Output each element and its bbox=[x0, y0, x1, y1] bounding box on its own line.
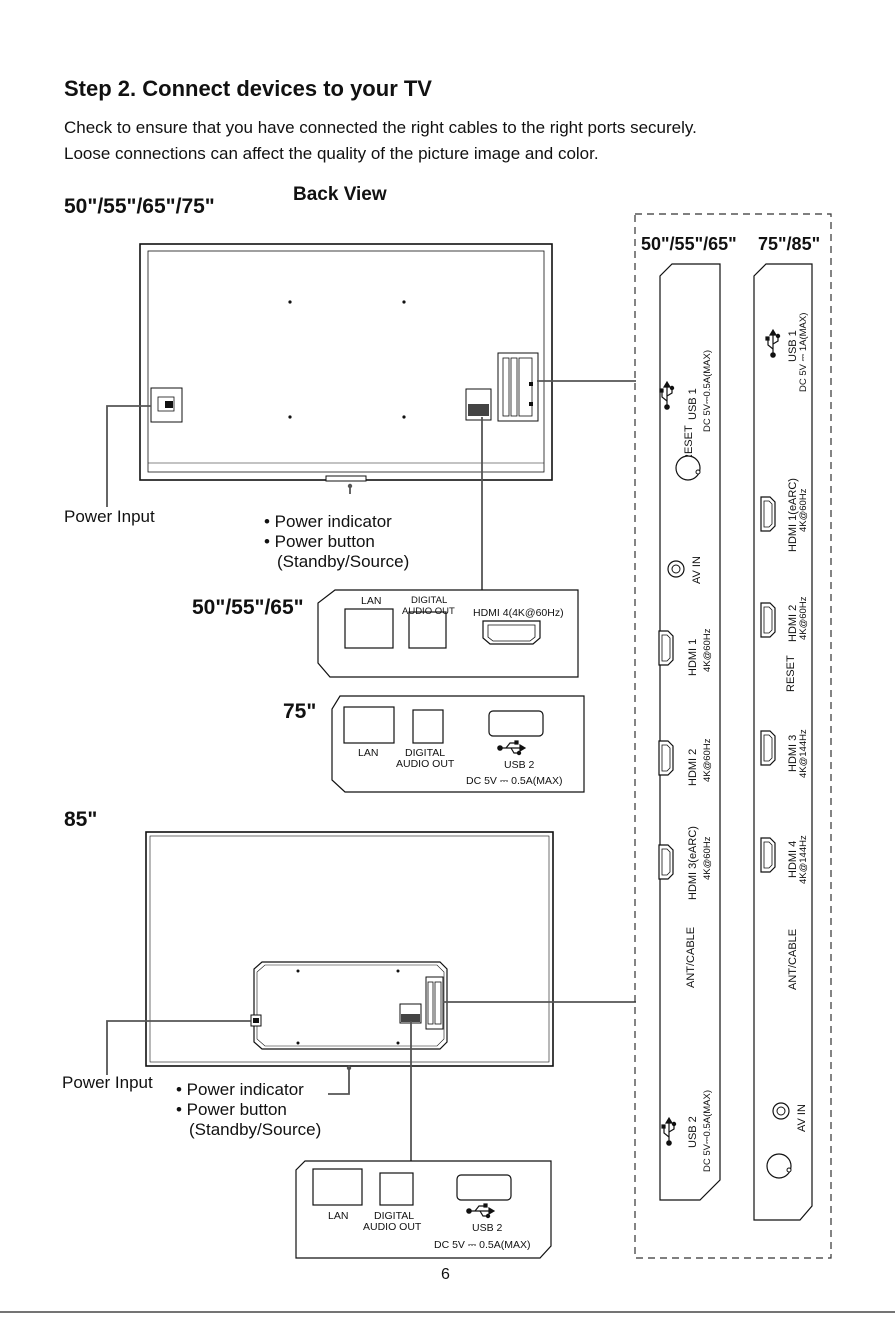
p1-hdmi4-label: HDMI 4(4K@60Hz) bbox=[473, 607, 564, 619]
power-input-label-85: Power Input bbox=[62, 1073, 153, 1092]
side-a-hdmi1-label: HDMI 1 bbox=[687, 639, 699, 676]
side-a-av-in-label: AV IN bbox=[691, 556, 703, 584]
side-a-usb1-label: USB 1 bbox=[687, 388, 699, 420]
side-a-usb2-power-label: DC 5V⎓0.5A(MAX) bbox=[702, 1090, 713, 1172]
leader-lines-bottom bbox=[106, 1001, 636, 1162]
tv-back-50-75 bbox=[139, 243, 553, 482]
side-a-usb1-power-label: DC 5V⎓0.5A(MAX) bbox=[702, 350, 713, 432]
p2-usb-power-label: DC 5V ⎓ 0.5A(MAX) bbox=[466, 775, 563, 787]
side-b-usb1-power-label: DC 5V ⎓ 1A(MAX) bbox=[798, 313, 809, 392]
side-b-hdmi3-spec: 4K@144Hz bbox=[798, 729, 809, 778]
side-a-hdmi1-spec: 4K@60Hz bbox=[702, 628, 713, 672]
top-size-label: 50"/55"/65"/75" bbox=[64, 195, 215, 218]
standby-source-label-85: (Standby/Source) bbox=[189, 1120, 322, 1139]
side-b-hdmi2-label: HDMI 2 bbox=[787, 605, 799, 642]
port-panel-85: LAN DIGITAL AUDIO OUT USB 2 DC 5V ⎓ 0.5A… bbox=[295, 1160, 552, 1259]
p3-usb2-label: USB 2 bbox=[472, 1222, 503, 1234]
side-b-av-in-label: AV IN bbox=[796, 1104, 808, 1132]
side-b-hdmi4-label: HDMI 4 bbox=[787, 841, 799, 878]
side-a-hdmi3-label: HDMI 3(eARC) bbox=[687, 826, 699, 900]
side-a-reset-label: RESET bbox=[683, 425, 695, 462]
side-b-usb1-label: USB 1 bbox=[787, 330, 799, 362]
side-a-header: 50"/55"/65" bbox=[641, 234, 737, 254]
side-b-header: 75"/85" bbox=[758, 234, 820, 254]
side-b-reset-label: RESET bbox=[785, 655, 797, 692]
p1-audio-out-label: AUDIO OUT bbox=[402, 606, 455, 617]
bottom-size-label: 85" bbox=[64, 808, 98, 831]
side-b-hdmi1-label: HDMI 1(eARC) bbox=[787, 478, 799, 552]
p3-lan-label: LAN bbox=[328, 1210, 348, 1222]
side-a-hdmi2-spec: 4K@60Hz bbox=[702, 738, 713, 782]
p1-digital-label: DIGITAL bbox=[411, 595, 447, 606]
side-a-usb2-label: USB 2 bbox=[687, 1116, 699, 1148]
side-ports-frame bbox=[634, 213, 832, 1259]
p3-audio-out-label: AUDIO OUT bbox=[363, 1221, 422, 1233]
side-b-ant-cable-label: ANT/CABLE bbox=[787, 929, 799, 990]
side-b-hdmi1-spec: 4K@60Hz bbox=[798, 488, 809, 532]
standby-source-label: (Standby/Source) bbox=[277, 552, 410, 571]
side-a-ant-cable-label: ANT/CABLE bbox=[685, 927, 697, 988]
port-panel-50-65: LAN DIGITAL AUDIO OUT HDMI 4(4K@60Hz) bbox=[317, 589, 579, 678]
intro-line-1: Check to ensure that you have connected … bbox=[64, 118, 697, 137]
power-button-label-85: • Power button bbox=[176, 1100, 287, 1119]
page-number: 6 bbox=[441, 1266, 450, 1283]
p2-digital-label: DIGITAL bbox=[405, 747, 445, 759]
side-a-hdmi3-spec: 4K@60Hz bbox=[702, 836, 713, 880]
side-b-hdmi2-spec: 4K@60Hz bbox=[798, 596, 809, 640]
power-indicator-label: • Power indicator bbox=[264, 512, 392, 531]
intro-line-2: Loose connections can affect the quality… bbox=[64, 144, 599, 163]
p1-lan-label: LAN bbox=[361, 595, 381, 607]
page-title: Step 2. Connect devices to your TV bbox=[64, 76, 432, 101]
p2-lan-label: LAN bbox=[358, 747, 378, 759]
back-view-label: Back View bbox=[293, 184, 387, 205]
power-input-label: Power Input bbox=[64, 507, 155, 526]
power-button-label: • Power button bbox=[264, 532, 375, 551]
side-b-hdmi3-label: HDMI 3 bbox=[787, 735, 799, 772]
tv-back-85 bbox=[145, 831, 554, 1067]
p3-usb-power-label: DC 5V ⎓ 0.5A(MAX) bbox=[434, 1239, 531, 1251]
p3-digital-label: DIGITAL bbox=[374, 1210, 414, 1222]
leader-lines-top bbox=[106, 380, 636, 592]
port-panel-75: LAN DIGITAL AUDIO OUT USB 2 DC 5V ⎓ 0.5A… bbox=[331, 695, 585, 793]
side-panel-75-85: USB 1 DC 5V ⎓ 1A(MAX) HDMI 1(eARC) 4K@60… bbox=[753, 263, 813, 1221]
p2-audio-out-label: AUDIO OUT bbox=[396, 758, 455, 770]
side-a-hdmi2-label: HDMI 2 bbox=[687, 749, 699, 786]
p2-usb2-label: USB 2 bbox=[504, 759, 535, 771]
panel-50-65-size-label: 50"/55"/65" bbox=[192, 596, 304, 619]
side-panel-50-65: USB 1 DC 5V⎓0.5A(MAX) RESET AV IN HDMI 1… bbox=[658, 263, 721, 1201]
power-indicator-label-85: • Power indicator bbox=[176, 1080, 304, 1099]
side-b-hdmi4-spec: 4K@144Hz bbox=[798, 835, 809, 884]
panel-75-size-label: 75" bbox=[283, 700, 317, 723]
